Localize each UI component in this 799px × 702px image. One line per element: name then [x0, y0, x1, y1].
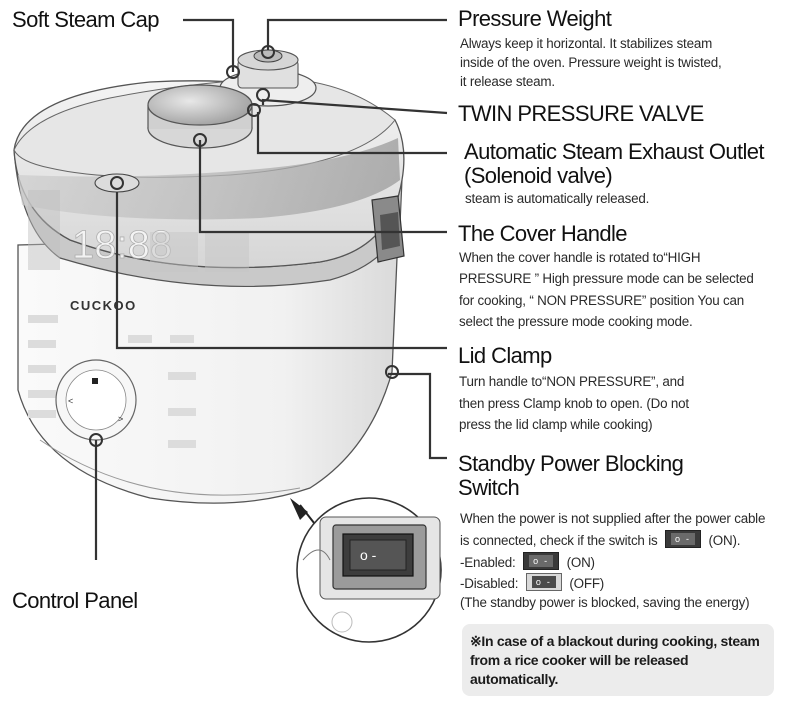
label-soft-steam-cap: Soft Steam Cap — [12, 7, 160, 32]
label-auto-steam-outlet-1: Automatic Steam Exhaust Outlet — [464, 139, 765, 164]
standby-desc-2-line: is connected, check if the switch is o- … — [460, 530, 740, 550]
lid-clamp-desc-2: then press Clamp knob to open. (Do not — [459, 396, 689, 411]
disabled-label: -Disabled: — [460, 576, 519, 591]
switch-enabled-icon: o- — [523, 552, 560, 570]
cover-handle-desc-1: When the cover handle is rotated to“HIGH — [459, 250, 701, 265]
standby-desc-2: is connected, check if the switch is — [460, 533, 658, 548]
label-standby-switch-2: Switch — [458, 475, 520, 500]
label-cover-handle: The Cover Handle — [458, 221, 628, 246]
switch-arrow — [290, 498, 308, 520]
enabled-state: (ON) — [566, 555, 595, 570]
auto-steam-outlet-desc: steam is automatically released. — [465, 191, 650, 206]
svg-text:>: > — [118, 414, 123, 424]
display-panel: 18:88 — [28, 190, 249, 272]
svg-text:<: < — [68, 396, 73, 406]
disabled-line: -Disabled: o- (OFF) — [460, 573, 604, 593]
display-digits: 18:88 — [72, 223, 172, 267]
lid-clamp-desc-3: press the lid clamp while cooking) — [459, 417, 653, 432]
cover-handle-desc-3: for cooking, “ NON PRESSURE” position Yo… — [459, 293, 744, 308]
enabled-label: -Enabled: — [460, 555, 516, 570]
brand-logo: CUCKOO — [70, 298, 137, 313]
pressure-weight-desc-3: it release steam. — [460, 74, 555, 89]
lid-clamp-desc-1: Turn handle to“NON PRESSURE”, and — [459, 374, 685, 389]
standby-desc-2-end: (ON). — [708, 533, 741, 548]
standby-desc-3: (The standby power is blocked, saving th… — [460, 595, 750, 610]
label-auto-steam-outlet-2: (Solenoid valve) — [464, 163, 613, 188]
enabled-line: -Enabled: o- (ON) — [460, 552, 595, 572]
leader-lines — [94, 18, 448, 560]
standby-desc-1: When the power is not supplied after the… — [460, 511, 766, 526]
cover-handle-desc-2: PRESSURE ” High pressure mode can be sel… — [459, 271, 754, 286]
disabled-state: (OFF) — [569, 576, 605, 591]
label-standby-switch-1: Standby Power Blocking — [458, 451, 684, 476]
label-control-panel: Control Panel — [12, 588, 138, 613]
cover-handle-desc-4: select the pressure mode cooking mode. — [459, 314, 693, 329]
label-lid-clamp: Lid Clamp — [458, 343, 552, 368]
switch-on-icon: o- — [665, 530, 702, 548]
label-pressure-weight: Pressure Weight — [458, 6, 612, 31]
blackout-note-text: ※In case of a blackout during cooking, s… — [470, 633, 760, 687]
blackout-note: ※In case of a blackout during cooking, s… — [462, 624, 774, 696]
label-twin-pressure-valve: TWIN PRESSURE VALVE — [458, 101, 704, 126]
pressure-weight-desc-2: inside of the oven. Pressure weight is t… — [460, 55, 722, 70]
standby-switch-inset: o - — [296, 497, 442, 643]
twin-pressure-valve — [147, 84, 253, 126]
switch-disabled-icon: o- — [525, 573, 562, 591]
pressure-weight — [253, 49, 283, 63]
svg-text:o -: o - — [360, 547, 377, 563]
pressure-weight-desc-1: Always keep it horizontal. It stabilizes… — [460, 36, 713, 51]
